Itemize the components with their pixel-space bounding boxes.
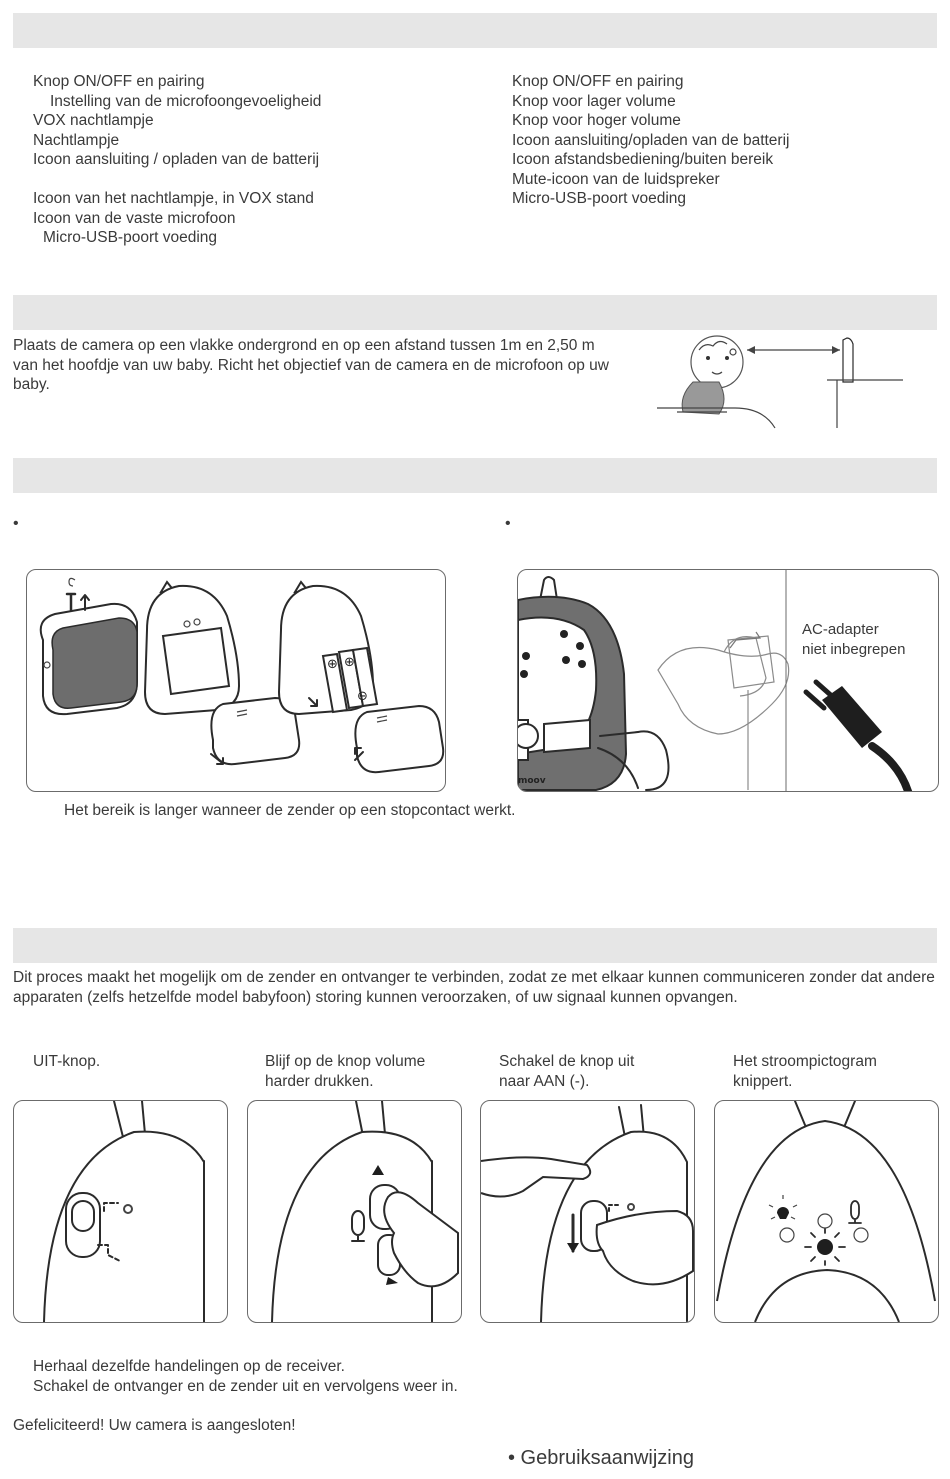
section-header-parts xyxy=(13,13,937,48)
receiver-parts-list: Knop ON/OFF en pairing Knop voor lager v… xyxy=(512,72,789,209)
step-3-illustration xyxy=(480,1100,695,1323)
plug-icon xyxy=(803,679,913,791)
camera-part-item: Icoon van het nachtlampje, in VOX stand xyxy=(33,190,314,207)
camera-part-item: Icoon van de vaste microfoon xyxy=(33,209,236,227)
svg-text:⊕: ⊕ xyxy=(327,657,338,672)
camera-parts-list: Knop ON/OFF en pairing Instelling van de… xyxy=(33,72,321,248)
section-header-pairing xyxy=(13,928,937,963)
step-4-caption: Het stroompictogram knippert. xyxy=(733,1053,877,1090)
camera-batteries: ⊕ ⊕ ⊖ xyxy=(277,580,445,774)
receiver-part-item: Knop voor lager volume xyxy=(512,92,676,110)
camera-unit xyxy=(842,337,854,383)
camera-part-item: Knop ON/OFF en pairing xyxy=(33,73,205,90)
receiver-part-item: Knop voor hoger volume xyxy=(512,112,681,129)
range-note: Het bereik is langer wanneer de zender o… xyxy=(64,802,516,819)
receiver-part-item: Icoon aansluiting/opladen van de batteri… xyxy=(512,131,790,149)
step-1-caption: UIT-knop. xyxy=(33,1053,101,1070)
bullet-batteries: • xyxy=(13,515,19,532)
placement-text: Plaats de camera op een vlakke ondergron… xyxy=(13,337,609,393)
adapter-label-line2: niet inbegrepen xyxy=(802,641,905,658)
repeat-line-1: Herhaal dezelfde handelingen op de recei… xyxy=(33,1358,345,1375)
section-header-placement xyxy=(13,295,937,330)
step-4-illustration xyxy=(714,1100,939,1323)
repeat-line-2: Schakel de ontvanger en de zender uit en… xyxy=(33,1378,458,1395)
camera-closed xyxy=(39,577,138,716)
battery xyxy=(321,652,349,714)
section-header-power xyxy=(13,458,937,493)
battery xyxy=(351,646,379,708)
camera-with-cable: moov xyxy=(518,576,670,791)
baby-head xyxy=(690,335,744,389)
step-2-illustration xyxy=(247,1100,462,1323)
receiver-part-item: Micro-USB-poort voeding xyxy=(512,190,687,207)
baby-body xyxy=(681,381,725,415)
adapter-label-line1: AC-adapter xyxy=(802,621,879,638)
pairing-intro: Dit proces maakt het mogelijk om de zend… xyxy=(13,969,935,1006)
bullet-adapter: • xyxy=(505,515,511,532)
svg-text:⊖: ⊖ xyxy=(357,689,368,704)
receiver-part-item: Mute-icoon van de luidspreker xyxy=(512,170,720,188)
camera-part-item: Instelling van de microfoongevoeligheid xyxy=(50,92,322,110)
congrats-text: Gefeliciteerd! Uw camera is aangesloten! xyxy=(13,1417,296,1434)
camera-part-item: Micro-USB-poort voeding xyxy=(43,229,218,246)
svg-text:⊕: ⊕ xyxy=(344,655,355,670)
adapter-illustration: moov AC-adapter niet inbegrepen xyxy=(517,569,939,792)
receiver-part-item: Icoon afstandsbediening/buiten bereik xyxy=(512,151,774,168)
camera-part-item: VOX nachtlampje xyxy=(33,112,154,129)
brand-logo: moov xyxy=(518,776,546,786)
receiver-part-item: Knop ON/OFF en pairing xyxy=(512,73,684,90)
camera-part-item: Nachtlampje xyxy=(33,131,120,149)
camera-open xyxy=(143,580,301,766)
baby-distance-illustration xyxy=(657,335,903,429)
step-2-caption: Blijf op de knop volume harder drukken. xyxy=(265,1053,426,1090)
surface-line xyxy=(657,407,776,429)
camera-part-item: Icoon aansluiting / opladen van de batte… xyxy=(33,151,320,168)
step-1-illustration xyxy=(13,1100,228,1323)
footer-label: • Gebruiksaanwijzing xyxy=(508,1447,694,1469)
battery-install-illustration: ⊕ ⊕ ⊖ xyxy=(26,569,446,792)
step-3-caption: Schakel de knop uit naar AAN (-). xyxy=(499,1053,635,1090)
hand-plugging xyxy=(657,631,790,790)
